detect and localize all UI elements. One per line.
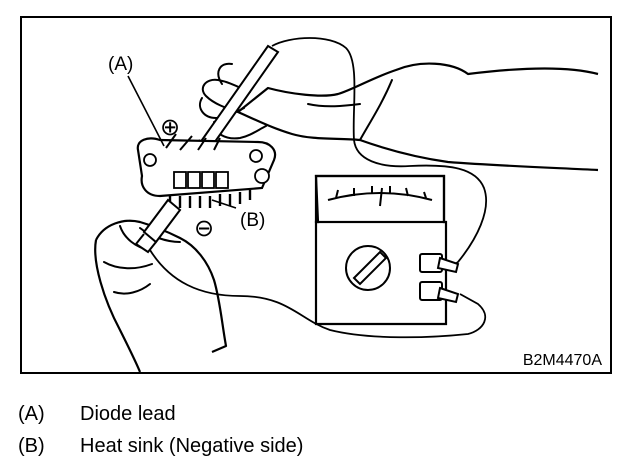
board-terminals	[165, 133, 221, 151]
legend-item: (B) Heat sink (Negative side)	[18, 434, 303, 458]
diode-cells	[173, 171, 229, 189]
diagram-frame	[20, 16, 612, 374]
multimeter	[314, 174, 448, 326]
callout-b: (B)	[240, 210, 265, 231]
legend-text: Heat sink (Negative side)	[80, 435, 304, 457]
negative-symbol: ⊖	[194, 214, 214, 242]
positive-probe-lead	[271, 37, 487, 271]
figure-code: B2M4470A	[523, 352, 602, 369]
legend-text: Diode lead	[80, 403, 176, 425]
legend-key: (A)	[18, 403, 45, 425]
leader-line-a	[127, 75, 165, 147]
upper-hand-fingers	[198, 62, 393, 141]
negative-probe-lead	[149, 249, 487, 339]
callout-a: (A)	[108, 54, 133, 75]
legend-key: (B)	[18, 435, 45, 457]
positive-symbol: ⊕	[160, 113, 180, 141]
negative-probe	[134, 198, 182, 254]
range-selector-knob	[345, 245, 391, 291]
meter-scale	[327, 186, 433, 207]
leader-line-b	[211, 199, 237, 209]
probe-plugs	[436, 256, 460, 304]
lower-hand	[94, 219, 228, 373]
legend-item: (A) Diode lead	[18, 402, 176, 426]
upper-hand	[236, 62, 599, 172]
rectifier-board	[136, 137, 277, 198]
board-holes	[143, 149, 270, 184]
